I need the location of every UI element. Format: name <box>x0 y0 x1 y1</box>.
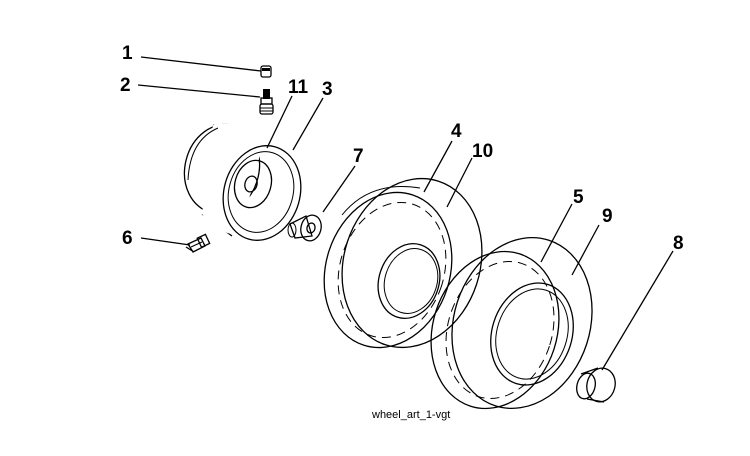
callout-9: 9 <box>602 206 613 227</box>
callout-3: 3 <box>322 79 333 100</box>
callout-8: 8 <box>673 233 684 254</box>
part-tire-front <box>323 177 483 349</box>
part-rim <box>183 123 302 241</box>
callout-6: 6 <box>122 228 133 249</box>
leader-1 <box>140 56 262 72</box>
leader-8 <box>601 250 674 371</box>
leader-lines <box>137 56 674 371</box>
part-tire-rear <box>430 236 593 410</box>
leader-7 <box>322 165 356 213</box>
callout-11: 11 <box>288 77 309 98</box>
leader-4 <box>423 140 453 193</box>
figure-caption: wheel_art_1-vgt <box>371 409 450 421</box>
leader-11 <box>266 95 293 149</box>
part-hub-cap <box>576 367 616 403</box>
leader-9 <box>571 224 600 276</box>
leader-6 <box>140 237 191 246</box>
leader-10 <box>446 157 473 208</box>
part-bushing <box>287 214 322 242</box>
callout-1: 1 <box>122 43 133 64</box>
callout-2: 2 <box>120 75 131 96</box>
callout-10: 10 <box>472 141 493 162</box>
leader-2 <box>137 84 261 98</box>
callout-labels: 1 2 3 4 5 6 7 8 9 10 11 <box>120 43 684 254</box>
part-valve-stem <box>259 89 274 115</box>
callout-4: 4 <box>451 121 462 142</box>
leader-5 <box>540 203 573 263</box>
callout-5: 5 <box>573 187 584 208</box>
part-valve-cap <box>260 65 272 78</box>
leader-3 <box>292 97 324 151</box>
callout-7: 7 <box>353 146 364 167</box>
part-bolt <box>185 233 211 253</box>
